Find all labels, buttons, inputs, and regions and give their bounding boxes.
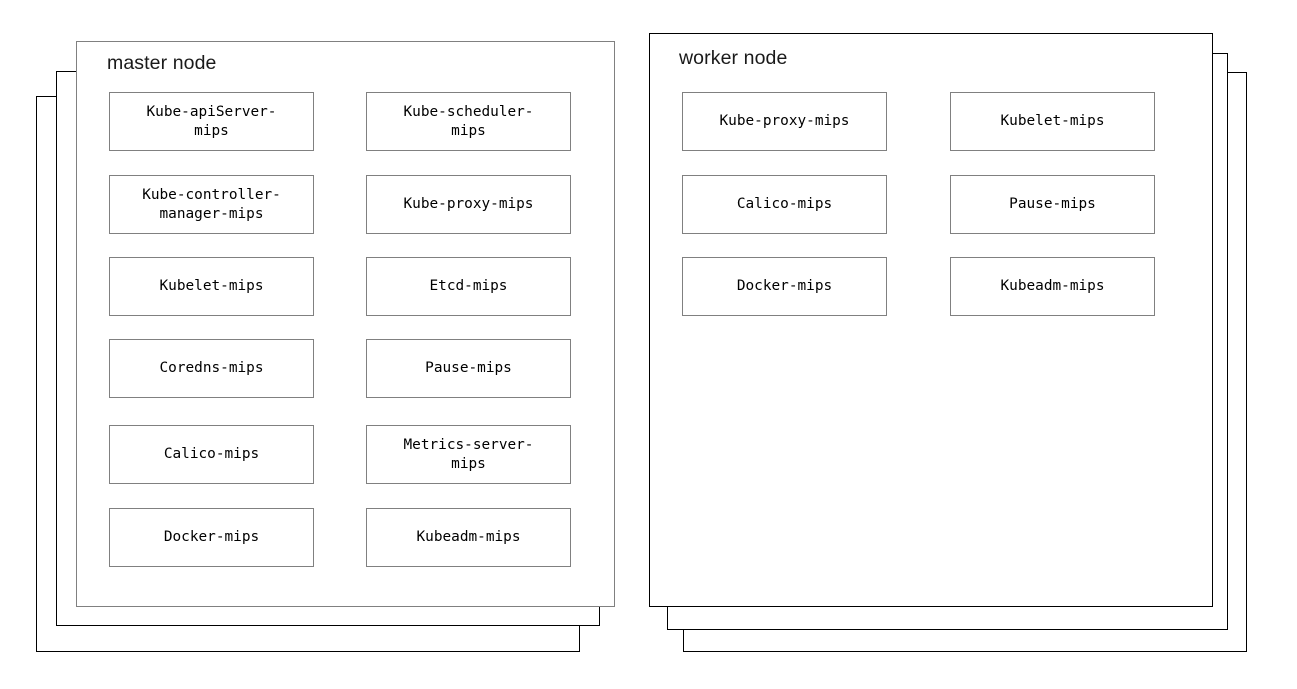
component-label: Kube-proxy-mips (403, 196, 534, 212)
component-label: Kube-scheduler- mips (403, 103, 534, 139)
component-label: Kubelet-mips (1000, 113, 1105, 129)
component-label: Calico-mips (163, 446, 260, 462)
component-label: Pause-mips (1009, 196, 1096, 212)
component-box-master-8[interactable]: Calico-mips (109, 425, 314, 484)
component-box-master-1[interactable]: Kube-scheduler- mips (366, 92, 571, 151)
component-box-master-4[interactable]: Kubelet-mips (109, 257, 314, 316)
component-box-worker-4[interactable]: Docker-mips (682, 257, 887, 316)
component-box-worker-3[interactable]: Pause-mips (950, 175, 1155, 234)
component-label: Kubelet-mips (159, 278, 264, 294)
component-label: Kubeadm-mips (416, 529, 521, 545)
component-box-master-10[interactable]: Docker-mips (109, 508, 314, 567)
component-label: Docker-mips (163, 529, 260, 545)
component-label: Pause-mips (425, 360, 512, 376)
component-label: Metrics-server- mips (403, 436, 534, 472)
component-box-worker-5[interactable]: Kubeadm-mips (950, 257, 1155, 316)
component-label: Kube-apiServer- mips (146, 103, 277, 139)
component-box-master-7[interactable]: Pause-mips (366, 339, 571, 398)
component-box-worker-0[interactable]: Kube-proxy-mips (682, 92, 887, 151)
component-box-master-6[interactable]: Coredns-mips (109, 339, 314, 398)
component-label: Coredns-mips (159, 360, 264, 376)
component-label: Kubeadm-mips (1000, 278, 1105, 294)
component-box-worker-2[interactable]: Calico-mips (682, 175, 887, 234)
node-title-worker: worker node (679, 47, 788, 69)
component-box-master-3[interactable]: Kube-proxy-mips (366, 175, 571, 234)
component-box-master-0[interactable]: Kube-apiServer- mips (109, 92, 314, 151)
component-label: Docker-mips (736, 278, 833, 294)
node-title-master: master node (107, 52, 217, 74)
component-label: Calico-mips (736, 196, 833, 212)
component-box-master-5[interactable]: Etcd-mips (366, 257, 571, 316)
component-label: Etcd-mips (429, 278, 508, 294)
component-box-master-11[interactable]: Kubeadm-mips (366, 508, 571, 567)
component-label: Kube-controller- manager-mips (142, 186, 281, 222)
component-box-worker-1[interactable]: Kubelet-mips (950, 92, 1155, 151)
component-box-master-2[interactable]: Kube-controller- manager-mips (109, 175, 314, 234)
component-label: Kube-proxy-mips (719, 113, 850, 129)
component-box-master-9[interactable]: Metrics-server- mips (366, 425, 571, 484)
